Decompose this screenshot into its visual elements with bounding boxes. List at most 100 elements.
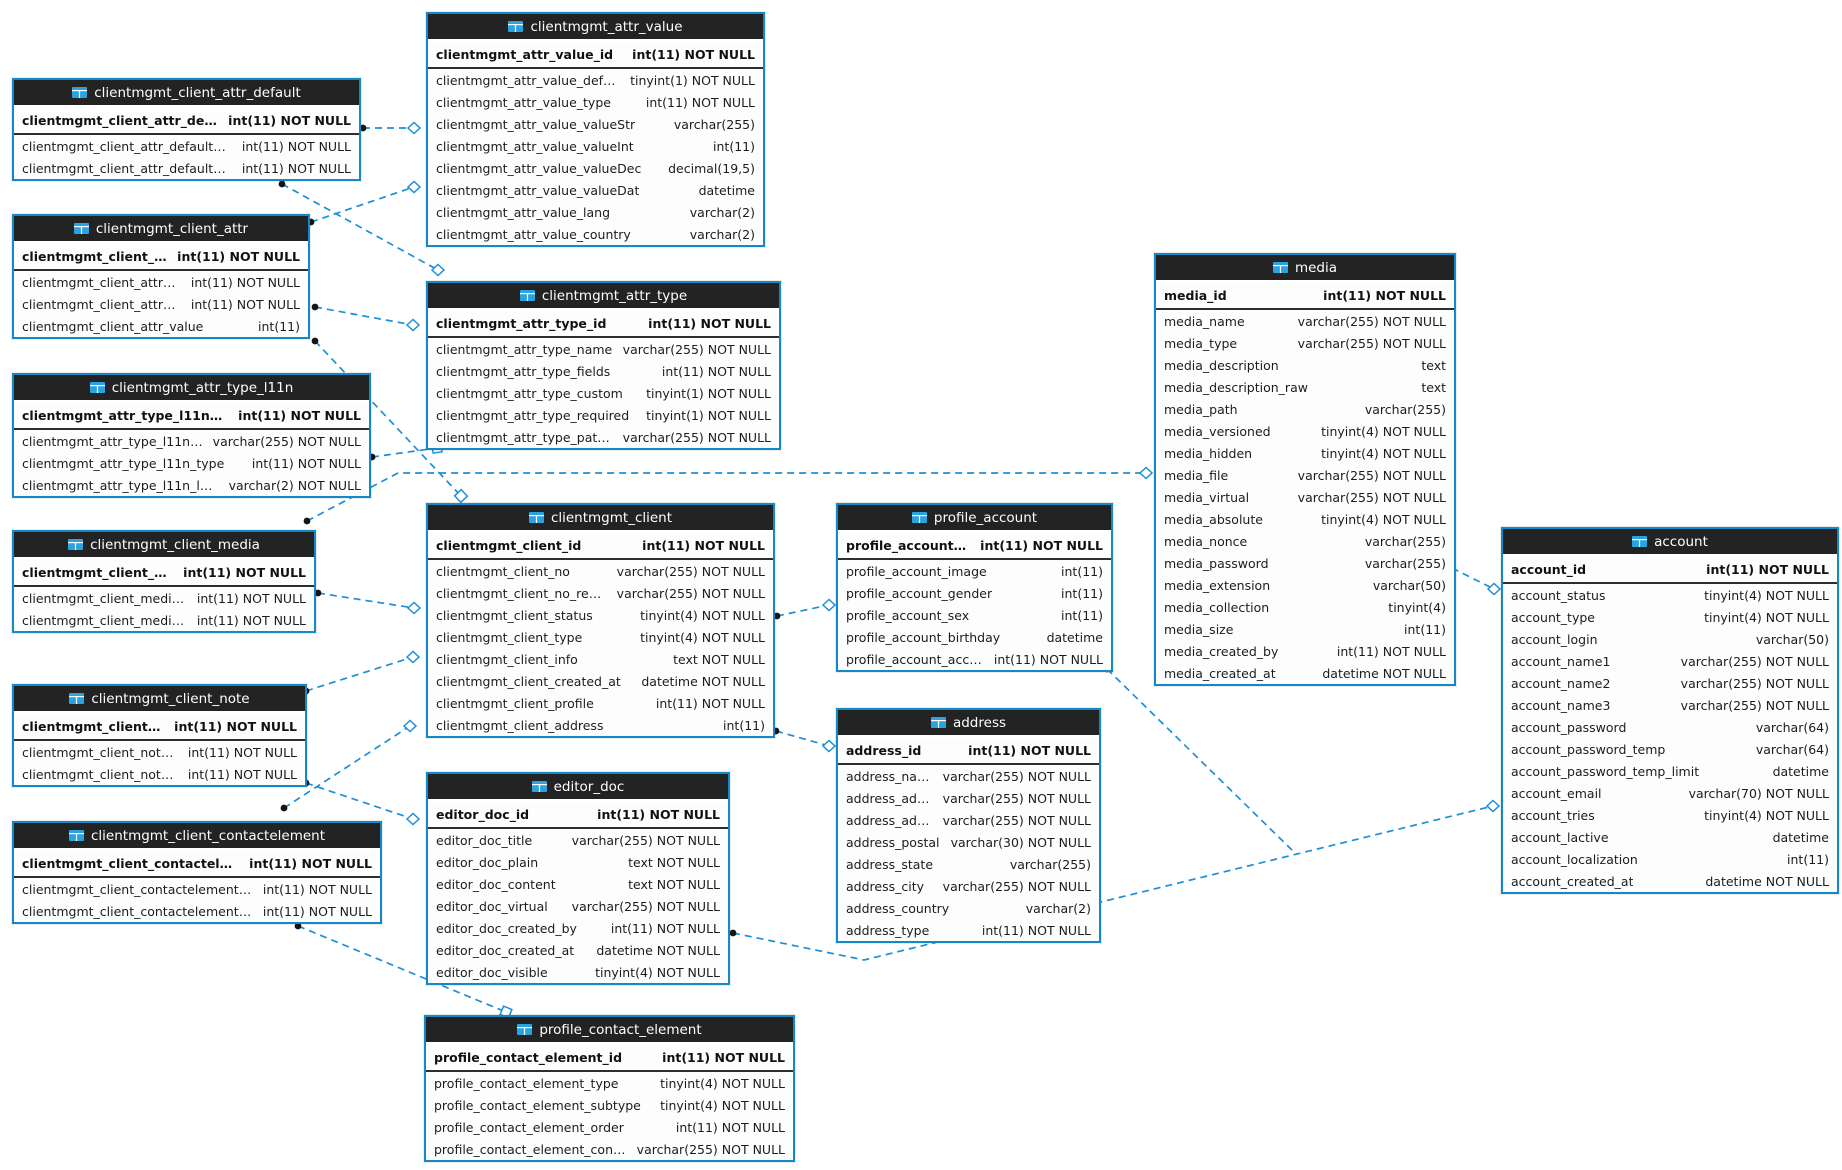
table-clientmgmt_client_attr_default[interactable]: clientmgmt_client_attr_default clientmgmt… [12, 78, 361, 181]
field-row[interactable]: clientmgmt_client_attr_clientint(11) NOT… [14, 271, 308, 293]
table-header[interactable]: editor_doc [428, 774, 728, 802]
table-header[interactable]: clientmgmt_client_media [14, 532, 314, 560]
table-header[interactable]: media [1156, 255, 1454, 283]
table-header[interactable]: clientmgmt_client_note [14, 686, 305, 714]
table-clientmgmt_client_note[interactable]: clientmgmt_client_note clientmgmt_client_… [12, 684, 307, 787]
table-profile_contact_element[interactable]: profile_contact_element profile_contact_e… [424, 1015, 795, 1162]
relationship-clientmgmt_client_attr_default-to-clientmgmt_attr_type[interactable] [278, 180, 446, 277]
table-header[interactable]: profile_contact_element [426, 1017, 793, 1045]
relationship-editor_doc-to-account[interactable] [729, 799, 1501, 961]
table-header[interactable]: address [838, 710, 1099, 738]
field-row[interactable]: address_addressvarchar(255) NOT NULL [838, 809, 1099, 831]
relationship-clientmgmt_client_media-to-clientmgmt_client[interactable] [314, 589, 422, 615]
table-header[interactable]: clientmgmt_client_attr_default [14, 80, 359, 108]
field-row[interactable]: address_additionvarchar(255) NOT NULL [838, 787, 1099, 809]
table-header[interactable]: clientmgmt_client [428, 505, 773, 533]
relationship-media-to-account[interactable] [1448, 564, 1502, 596]
table-header[interactable]: clientmgmt_attr_type [428, 283, 779, 311]
relationship-clientmgmt_client-to-address[interactable] [772, 727, 837, 753]
relationship-clientmgmt_client_attr-to-clientmgmt_client[interactable] [311, 337, 469, 504]
relationship-clientmgmt_client_note-to-clientmgmt_client[interactable] [302, 650, 421, 695]
table-header[interactable]: profile_account [838, 505, 1111, 533]
table-header[interactable]: account [1503, 529, 1837, 557]
relationship-clientmgmt_client-to-profile_account[interactable] [773, 598, 837, 620]
relationship-profile_account-to-account[interactable] [1103, 665, 1297, 855]
